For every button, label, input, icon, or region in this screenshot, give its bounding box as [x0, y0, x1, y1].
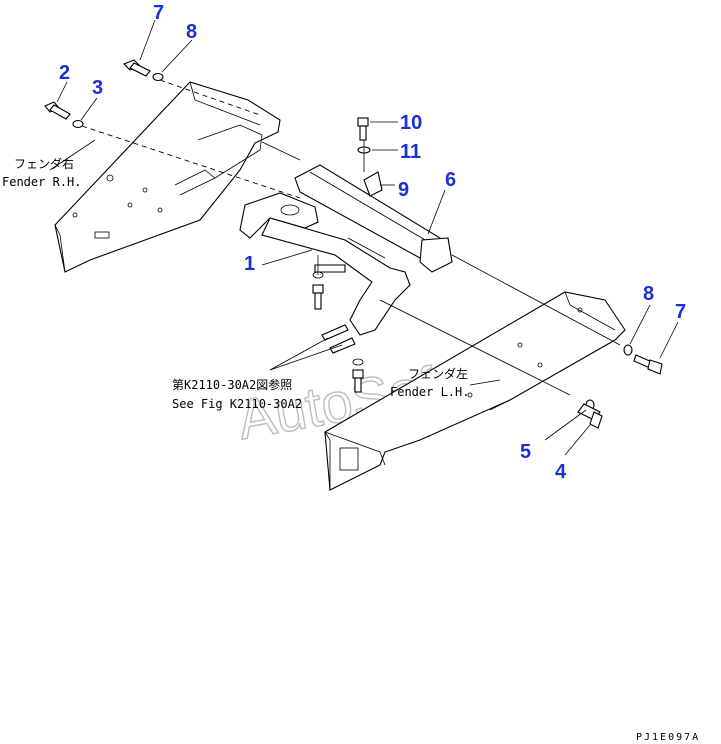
bolt-part-10	[357, 117, 369, 141]
washer-part-8-upper	[152, 72, 164, 82]
beam-part-6	[294, 164, 453, 273]
assembly-line	[261, 141, 301, 161]
callout-3: 3	[92, 77, 103, 99]
callout-2: 2	[59, 62, 70, 84]
callout-8-lower: 8	[643, 283, 654, 305]
callout-10: 10	[400, 112, 422, 134]
callout-9: 9	[398, 179, 409, 201]
callout-1: 1	[244, 253, 255, 275]
callout-4: 4	[555, 461, 567, 483]
hardware-parts	[321, 324, 356, 354]
fender-rh-part	[54, 81, 281, 273]
bracket-part-1	[239, 192, 411, 336]
callout-6: 6	[445, 169, 456, 191]
fender-lh-label-jp: フェンダ左	[408, 366, 468, 381]
fender-rh-label-en: Fender R.H.	[2, 175, 81, 189]
bolt-bracket-lower-2	[352, 358, 364, 393]
clip-part-9	[363, 171, 383, 197]
fender-lh-part	[324, 291, 626, 491]
callout-7-lower: 7	[675, 301, 686, 323]
bolt-part-7-upper	[123, 59, 151, 77]
fender-rh-label-jp: フェンダ右	[14, 156, 74, 171]
bolt-bracket-lower	[312, 271, 324, 310]
assembly-line	[451, 254, 621, 346]
drawing-code: PJ1E097A	[636, 732, 700, 743]
bolt-part-2	[44, 101, 71, 120]
assembly-line	[81, 125, 301, 199]
assembly-line	[379, 299, 571, 396]
leader-lines	[49, 19, 679, 456]
callout-7-upper: 7	[153, 2, 164, 24]
see-fig-label-jp: 第K2110-30A2図参照	[172, 377, 292, 392]
fender-lh-label-en: Fender L.H.	[390, 385, 469, 399]
callout-11: 11	[400, 141, 421, 163]
bolt-part-4	[577, 403, 603, 429]
washer-part-3	[72, 119, 84, 129]
callout-5: 5	[520, 441, 531, 463]
washer-part-8-lower	[623, 344, 633, 356]
see-fig-label-en: See Fig K2110-30A2	[172, 397, 302, 411]
callout-8-upper: 8	[186, 21, 197, 43]
bolt-part-7-lower	[633, 354, 663, 375]
